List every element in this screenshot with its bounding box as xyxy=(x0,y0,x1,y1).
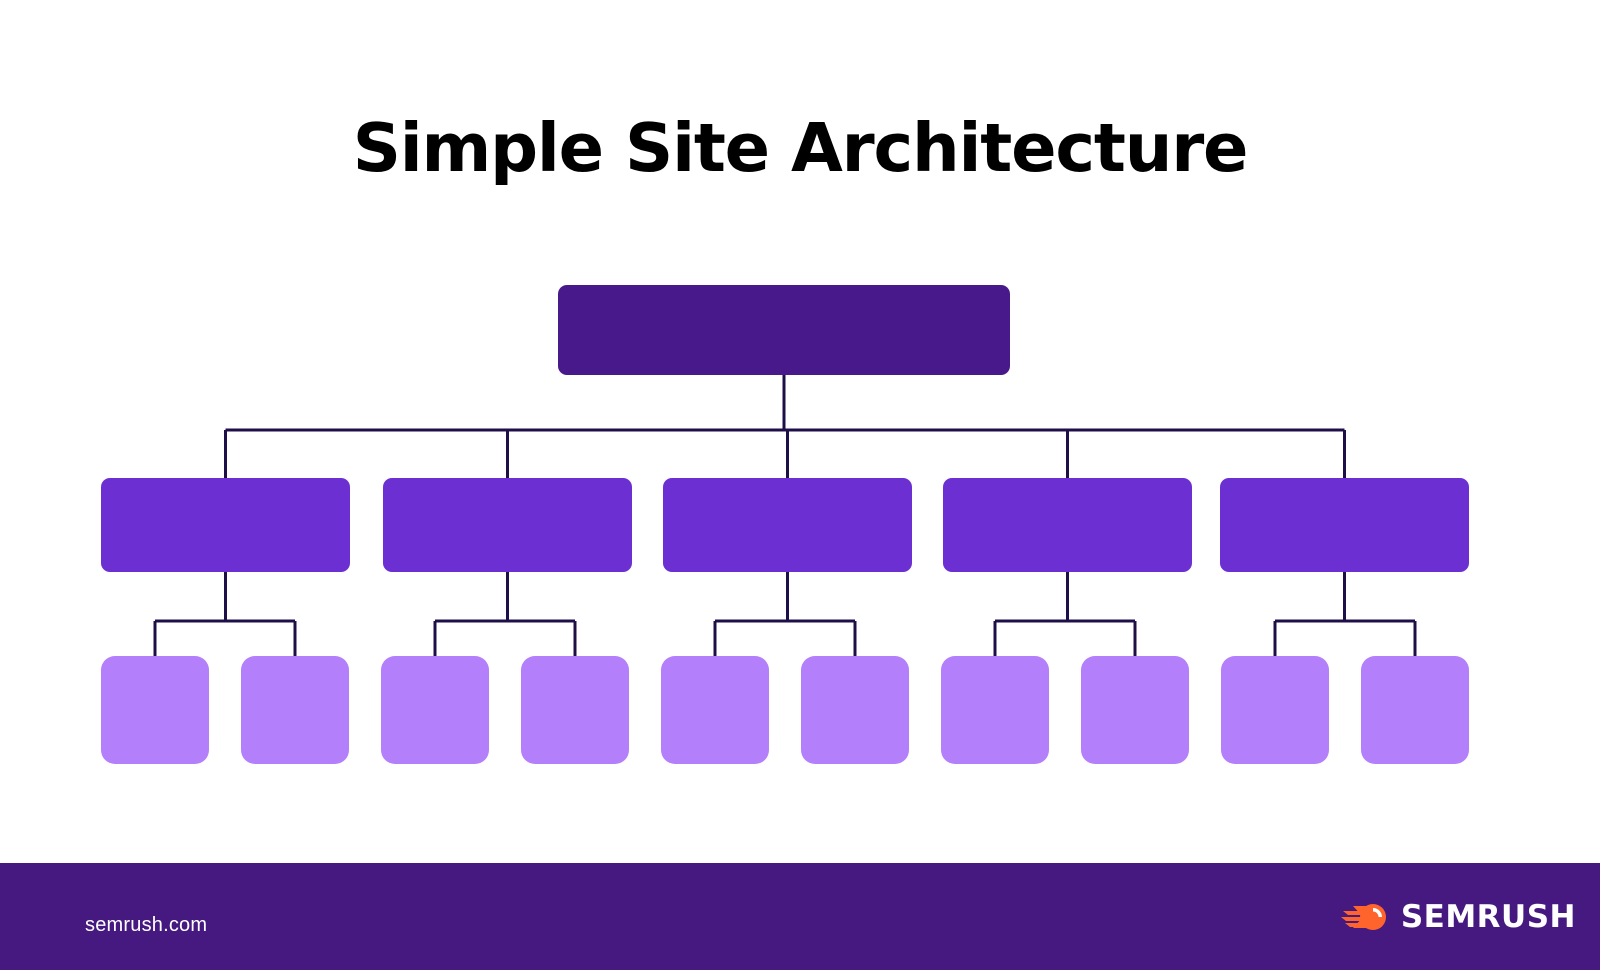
node-level2-5[interactable] xyxy=(1220,478,1469,572)
footer-bar: semrush.com SEMRUSH xyxy=(0,863,1600,970)
node-level3-9[interactable] xyxy=(1221,656,1329,764)
node-root[interactable] xyxy=(558,285,1010,375)
node-level3-10[interactable] xyxy=(1361,656,1469,764)
node-level3-6[interactable] xyxy=(801,656,909,764)
node-level3-8[interactable] xyxy=(1081,656,1189,764)
node-level3-5[interactable] xyxy=(661,656,769,764)
node-level3-4[interactable] xyxy=(521,656,629,764)
site-architecture-diagram xyxy=(101,285,1469,764)
connector-lines xyxy=(153,375,1417,656)
node-level2-3[interactable] xyxy=(663,478,912,572)
semrush-wordmark: SEMRUSH xyxy=(1400,899,1576,935)
node-level3-2[interactable] xyxy=(241,656,349,764)
semrush-logo[interactable]: SEMRUSH xyxy=(1340,895,1576,939)
semrush-comet-icon xyxy=(1340,904,1386,930)
node-level2-2[interactable] xyxy=(383,478,632,572)
node-level2-1[interactable] xyxy=(101,478,350,572)
node-level3-1[interactable] xyxy=(101,656,209,764)
node-level3-3[interactable] xyxy=(381,656,489,764)
node-level3-7[interactable] xyxy=(941,656,1049,764)
node-level2-4[interactable] xyxy=(943,478,1192,572)
footer-domain-text: semrush.com xyxy=(85,914,208,936)
page-title: Simple Site Architecture xyxy=(352,109,1249,187)
